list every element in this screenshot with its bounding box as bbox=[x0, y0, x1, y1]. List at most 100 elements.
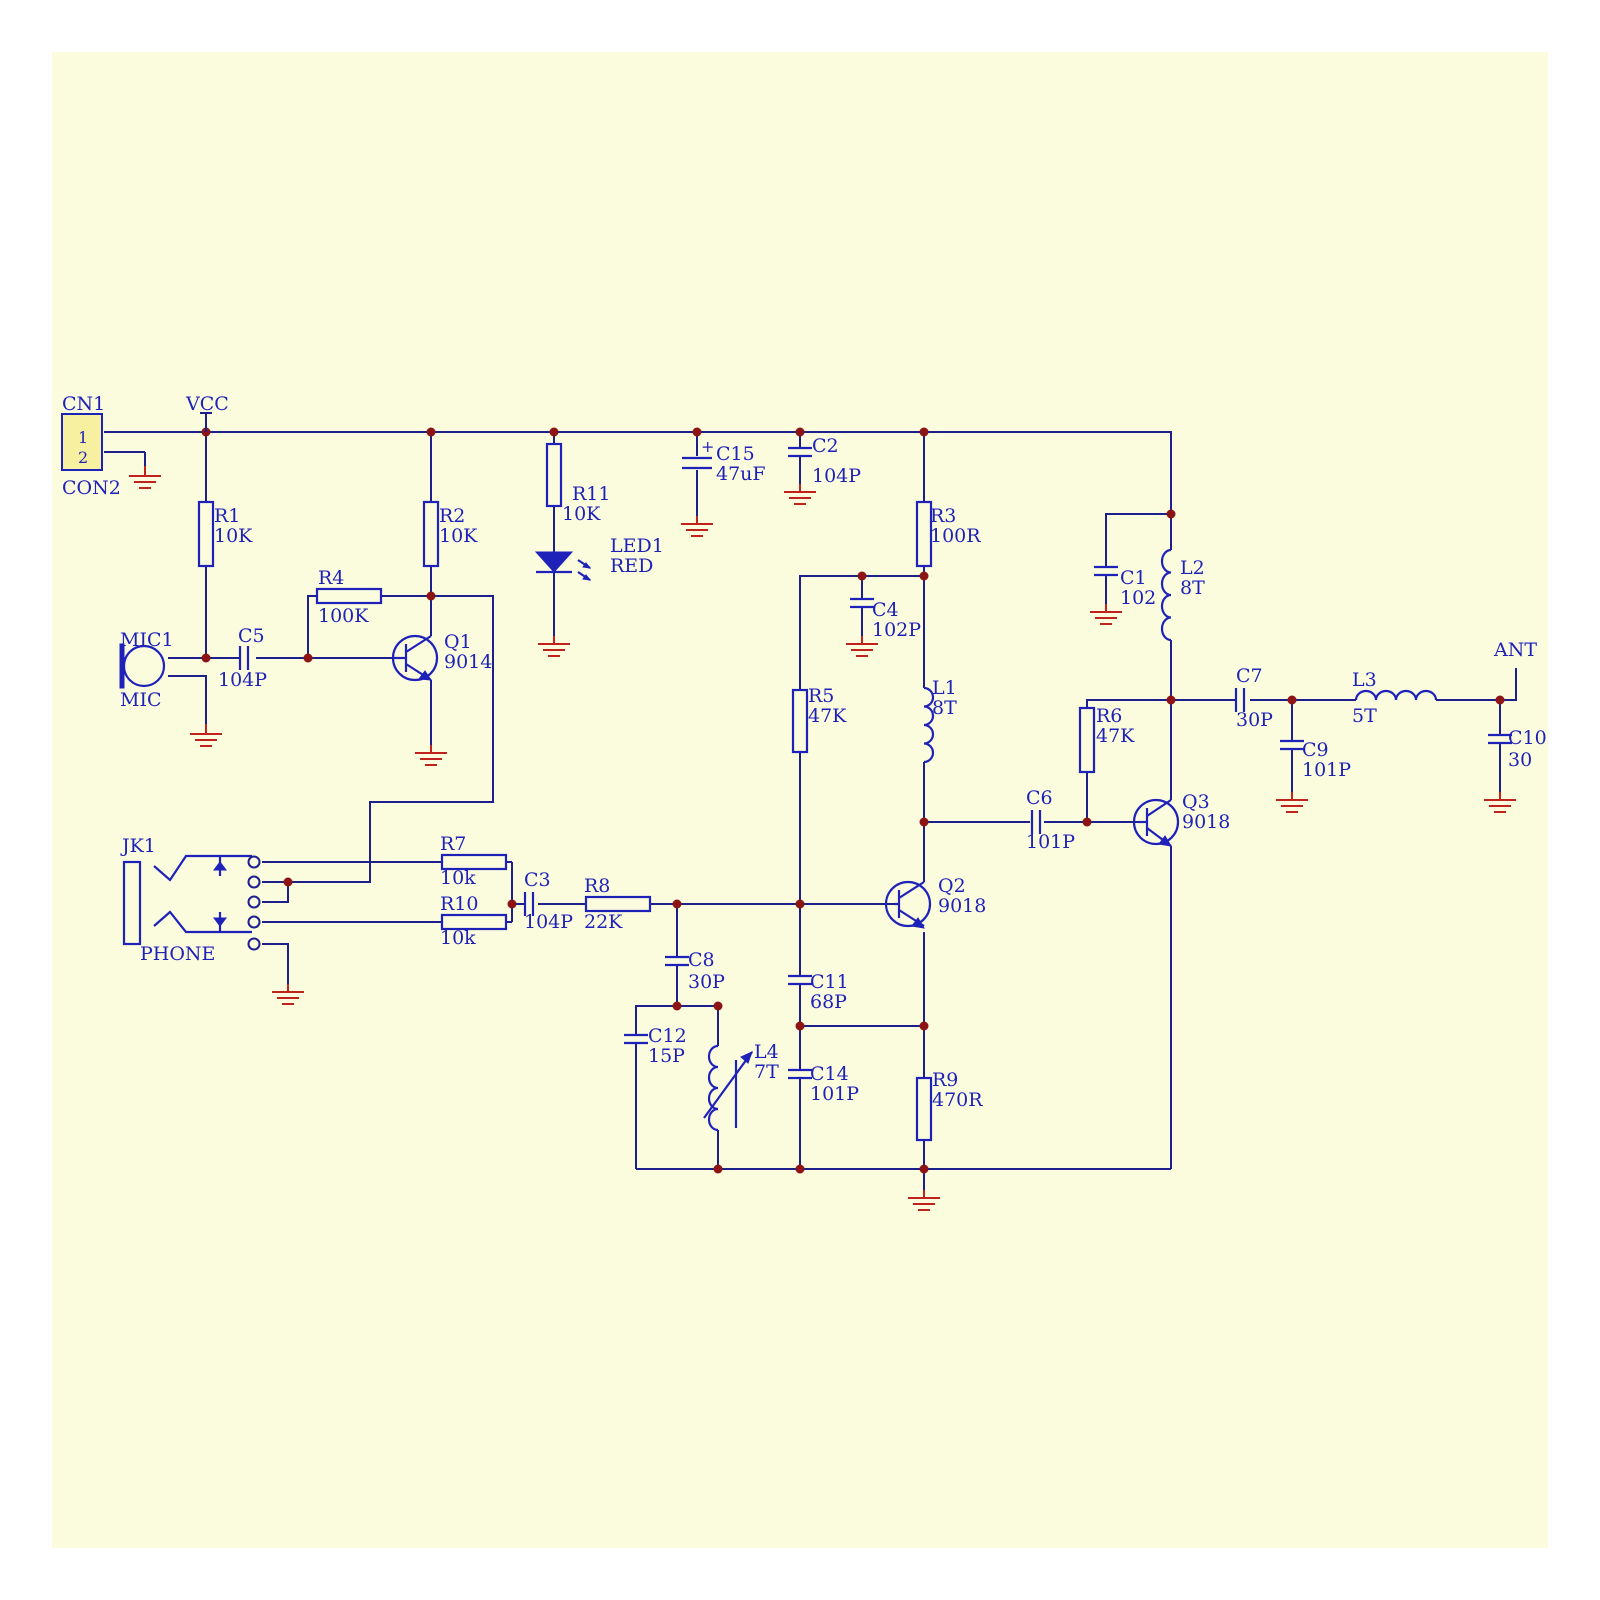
con2-label: CON2 bbox=[62, 477, 121, 499]
ground-symbols bbox=[129, 466, 1516, 1211]
q1-value: 9014 bbox=[444, 651, 492, 673]
led1-value: RED bbox=[610, 555, 653, 577]
vcc-label: VCC bbox=[185, 393, 229, 415]
phone-jack-icon bbox=[122, 854, 261, 951]
resistor-r11-icon bbox=[545, 442, 563, 508]
resistor-r9-icon bbox=[915, 1076, 933, 1142]
r5-value: 47K bbox=[808, 705, 847, 727]
capacitor-c4-icon bbox=[850, 597, 874, 609]
c6-value: 101P bbox=[1026, 831, 1075, 853]
ground-icon bbox=[129, 466, 161, 489]
q3-label: Q3 bbox=[1182, 791, 1210, 813]
ground-icon bbox=[846, 636, 878, 657]
r7-label: R7 bbox=[440, 833, 466, 855]
connector-cn1: 1 2 bbox=[61, 413, 103, 471]
c15-label: C15 bbox=[716, 443, 755, 465]
r11-label: R11 bbox=[572, 483, 610, 505]
c6-label: C6 bbox=[1026, 787, 1053, 809]
r2-value: 10K bbox=[439, 525, 478, 547]
svg-text:+: + bbox=[701, 437, 714, 456]
phone-label: PHONE bbox=[140, 943, 215, 965]
c2-value: 104P bbox=[812, 465, 861, 487]
c5-label: C5 bbox=[238, 625, 265, 647]
c12-label: C12 bbox=[648, 1025, 687, 1047]
c11-value: 68P bbox=[810, 991, 847, 1013]
capacitor-c1-icon bbox=[1094, 565, 1118, 577]
q1-label: Q1 bbox=[444, 631, 472, 653]
led1-label: LED1 bbox=[610, 535, 664, 557]
mic1-label: MIC1 bbox=[120, 629, 174, 651]
c15-value: 47uF bbox=[716, 463, 766, 485]
c2-label: C2 bbox=[812, 435, 839, 457]
c4-value: 102P bbox=[872, 619, 921, 641]
l4-value: 7T bbox=[754, 1061, 779, 1083]
r5-label: R5 bbox=[808, 685, 834, 707]
resistor-r10-icon bbox=[440, 913, 508, 931]
resistor-r5-icon bbox=[791, 688, 809, 754]
ground-icon bbox=[1090, 604, 1122, 625]
inductors bbox=[703, 548, 1438, 1132]
mic-label: MIC bbox=[120, 689, 162, 711]
r4-label: R4 bbox=[318, 567, 344, 589]
r3-value: 100R bbox=[930, 525, 981, 547]
capacitor-c11-icon bbox=[788, 974, 812, 986]
c8-value: 30P bbox=[688, 971, 725, 993]
wires bbox=[104, 431, 1517, 1190]
l4-label: L4 bbox=[754, 1041, 779, 1063]
capacitor-c2-icon bbox=[788, 446, 812, 458]
ant-label: ANT bbox=[1493, 639, 1537, 661]
transistor-q1-icon bbox=[391, 634, 439, 682]
c8-label: C8 bbox=[688, 949, 715, 971]
c1-label: C1 bbox=[1120, 567, 1147, 589]
r10-label: R10 bbox=[440, 893, 478, 915]
capacitor-c12-icon bbox=[624, 1033, 648, 1045]
c3-label: C3 bbox=[524, 869, 551, 891]
jk1-label: JK1 bbox=[120, 835, 156, 857]
capacitor-c15-icon: + bbox=[682, 437, 714, 470]
r1-value: 10K bbox=[214, 525, 253, 547]
c4-label: C4 bbox=[872, 599, 899, 621]
l1-label: L1 bbox=[932, 677, 957, 699]
vcc-tick bbox=[200, 412, 212, 432]
c11-label: C11 bbox=[810, 971, 849, 993]
component-labels: R1 10K R2 10K R4 100K R11 10K LED1 RED C… bbox=[120, 435, 1547, 1111]
resistor-r3-icon bbox=[915, 500, 933, 568]
l3-value: 5T bbox=[1352, 705, 1377, 727]
r4-value: 100K bbox=[318, 605, 369, 627]
resistor-r2-icon bbox=[422, 500, 440, 568]
q2-value: 9018 bbox=[938, 895, 986, 917]
cn1-pin2-label: 2 bbox=[78, 448, 88, 467]
l2-value: 8T bbox=[1180, 577, 1205, 599]
ground-icon bbox=[681, 516, 713, 537]
capacitor-c6-icon bbox=[1030, 810, 1042, 834]
led-icon bbox=[534, 551, 592, 581]
c1-value: 102 bbox=[1120, 587, 1156, 609]
junction-dots bbox=[201, 427, 1505, 1174]
r6-value: 47K bbox=[1096, 725, 1135, 747]
ground-icon bbox=[1484, 792, 1516, 813]
inductor-l2-icon bbox=[1160, 548, 1172, 642]
ground-icon bbox=[415, 745, 447, 766]
c12-value: 15P bbox=[648, 1045, 685, 1067]
r2-label: R2 bbox=[439, 505, 465, 527]
r1-label: R1 bbox=[214, 505, 240, 527]
c10-value: 30 bbox=[1508, 749, 1532, 771]
q2-label: Q2 bbox=[938, 875, 966, 897]
r10-value: 10k bbox=[440, 927, 476, 949]
resistor-r1-icon bbox=[197, 500, 215, 568]
capacitor-c3-icon bbox=[523, 892, 535, 916]
capacitor-c10-icon bbox=[1488, 733, 1512, 745]
ground-icon bbox=[272, 984, 304, 1005]
inductor-l1-icon bbox=[923, 686, 935, 764]
capacitor-c9-icon bbox=[1280, 739, 1304, 751]
microphone-icon bbox=[119, 643, 166, 689]
cn1-label: CN1 bbox=[62, 393, 105, 415]
inductor-l3-icon bbox=[1354, 689, 1438, 701]
capacitor-c8-icon bbox=[665, 955, 689, 967]
r9-label: R9 bbox=[932, 1069, 958, 1091]
r6-label: R6 bbox=[1096, 705, 1122, 727]
ground-icon bbox=[1276, 792, 1308, 813]
r8-label: R8 bbox=[584, 875, 610, 897]
q3-value: 9018 bbox=[1182, 811, 1230, 833]
